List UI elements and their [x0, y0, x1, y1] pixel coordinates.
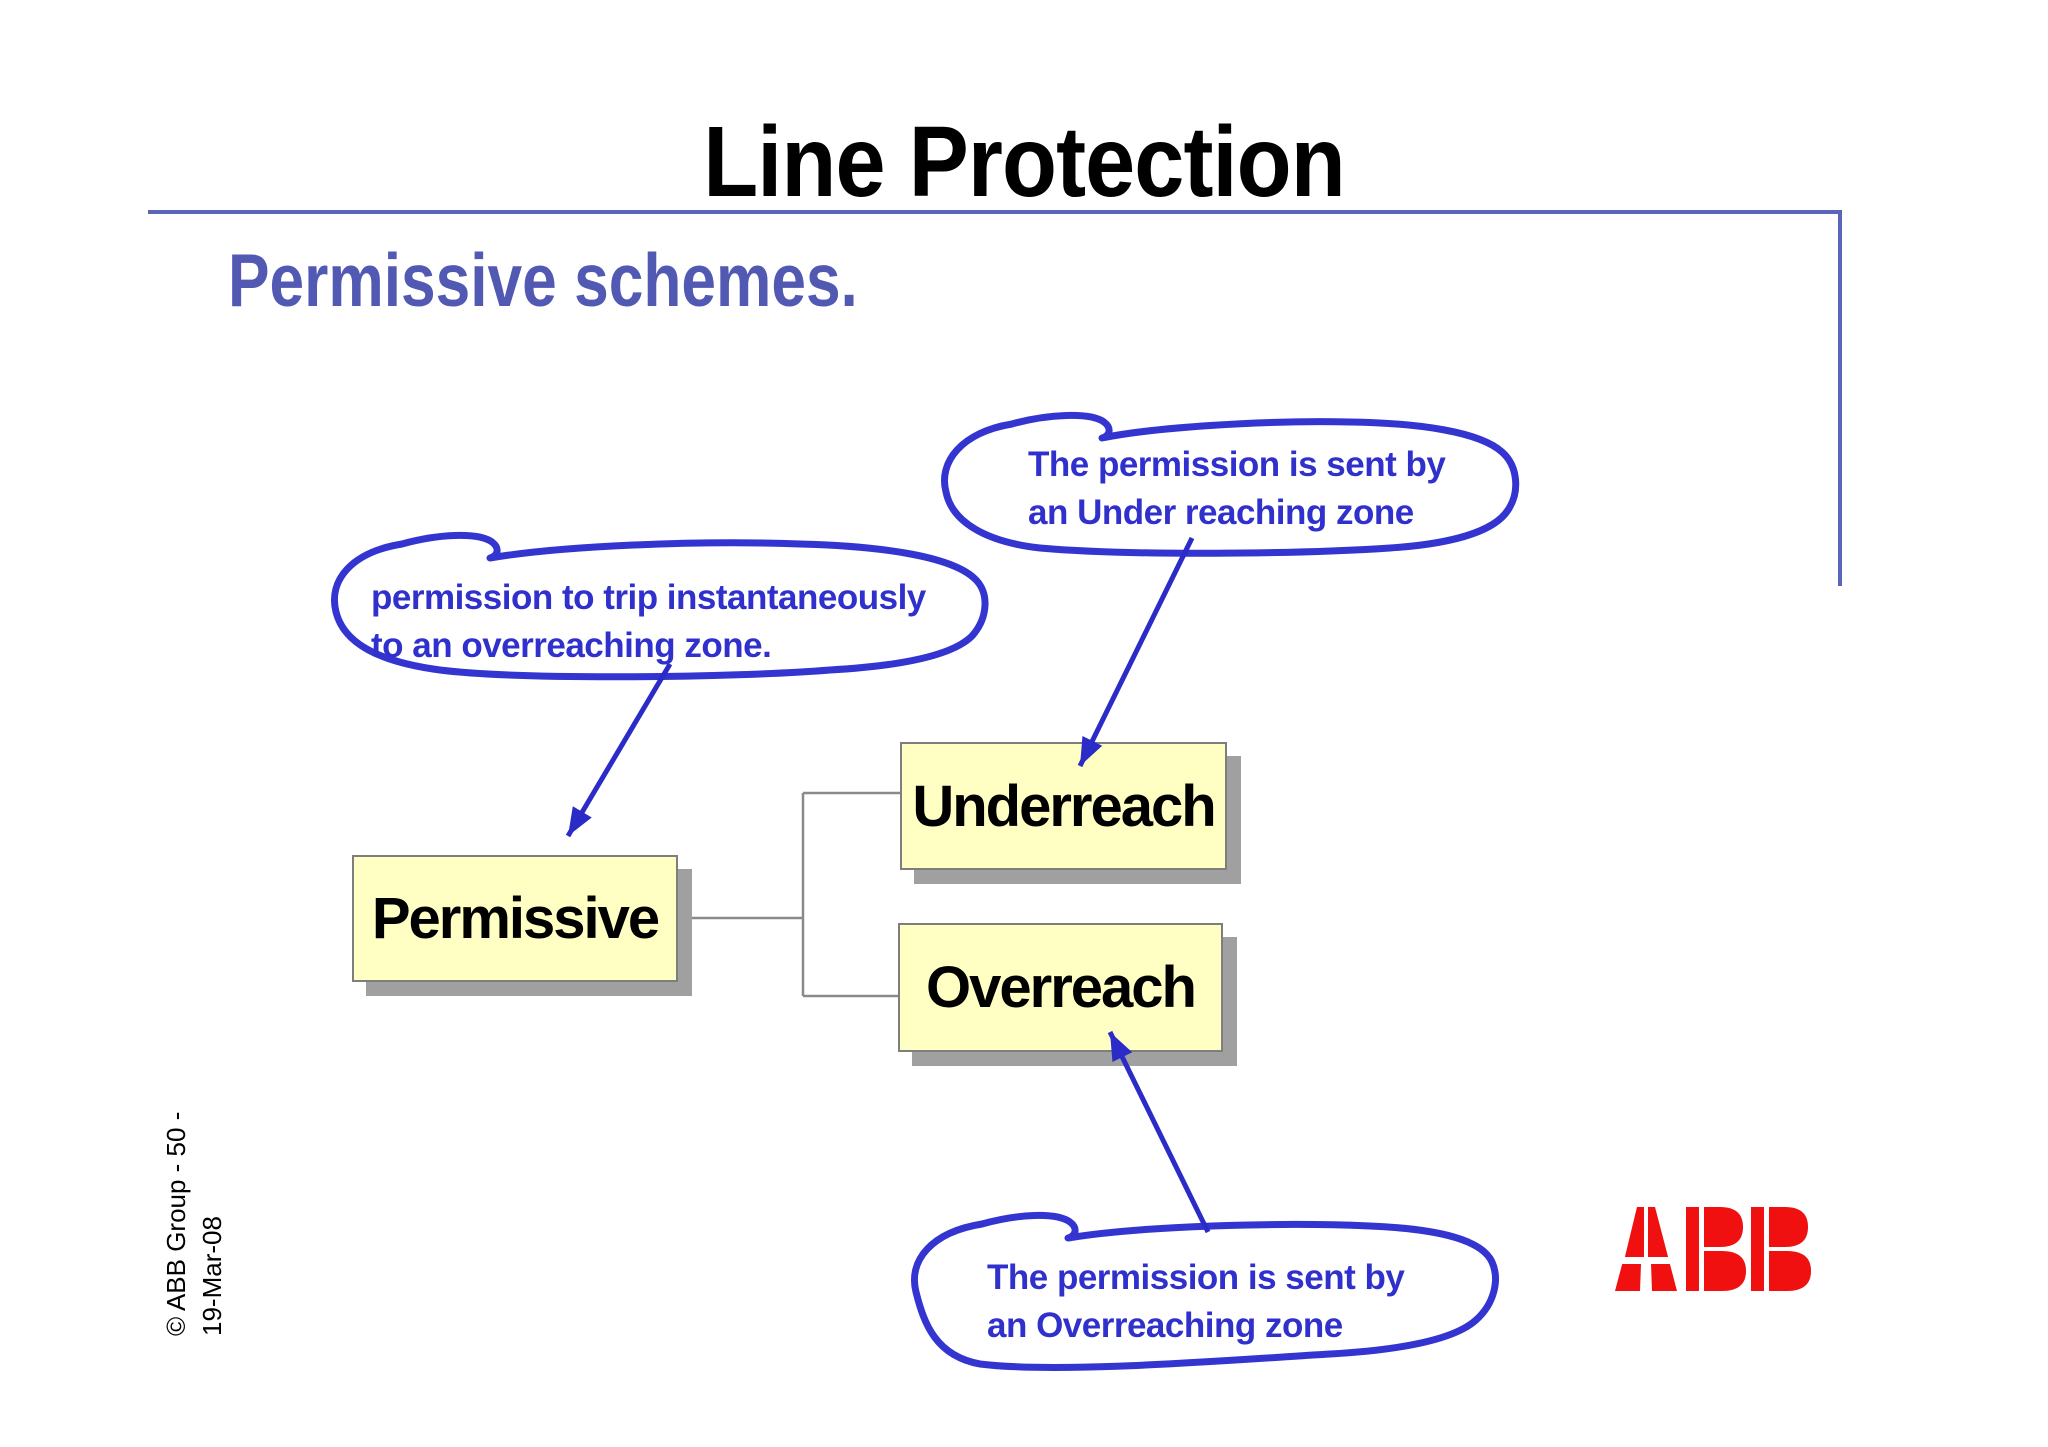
- callout-bubble-permissive: [331, 532, 989, 681]
- box-overreach-label: Overreach: [926, 955, 1197, 1020]
- callout-permissive-line2: to an overreaching zone.: [371, 626, 772, 665]
- callout-bubble-overreach: [911, 1212, 1499, 1371]
- callout-bubble-underreach: [941, 412, 1520, 557]
- callout-overreach-line2: an Overreaching zone: [987, 1306, 1343, 1345]
- page-title: Line Protection: [703, 106, 1345, 218]
- callout-permissive-text: permission to trip instantaneously to an…: [371, 574, 926, 670]
- slide-subtitle: Permissive schemes.: [228, 238, 858, 322]
- callout-overreach-line1: The permission is sent by: [987, 1258, 1405, 1297]
- connector-lines: [678, 791, 900, 998]
- arrow-to-permissive: [565, 662, 673, 838]
- callout-underreach-line1: The permission is sent by: [1028, 445, 1446, 484]
- callout-overreach-text: The permission is sent by an Overreachin…: [987, 1254, 1405, 1350]
- title-underline: [148, 210, 1842, 214]
- abb-logo-graphic: [1615, 1207, 1811, 1291]
- box-underreach-label: Underreach: [912, 773, 1216, 839]
- box-overreach: Overreach: [898, 923, 1223, 1052]
- arrow-to-overreach: [1107, 1030, 1211, 1234]
- callout-underreach-line2: an Under reaching zone: [1028, 493, 1414, 532]
- box-permissive-label: Permissive: [371, 886, 660, 951]
- right-border-line: [1838, 210, 1842, 586]
- callout-underreach-text: The permission is sent by an Under reach…: [1028, 441, 1446, 537]
- callout-permissive-line1: permission to trip instantaneously: [371, 578, 926, 617]
- abb-logo: ABB: [1612, 1207, 1816, 1296]
- box-underreach: Underreach: [900, 742, 1227, 870]
- box-permissive: Permissive: [352, 855, 678, 982]
- arrow-to-underreach: [1077, 536, 1195, 768]
